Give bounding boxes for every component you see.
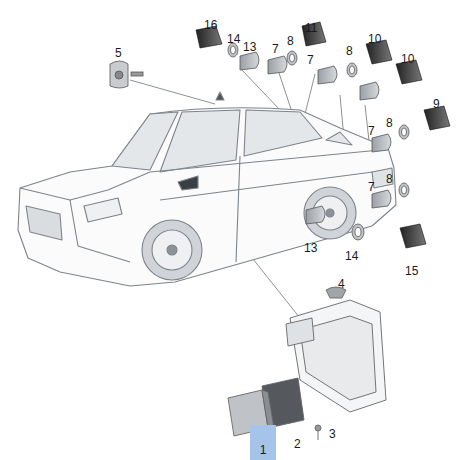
callout-number: 11	[305, 22, 317, 34]
callout-number: 7	[272, 43, 279, 55]
callout-number: 8	[287, 35, 294, 47]
callout-number: 14	[227, 33, 240, 45]
callout-number: 4	[338, 278, 345, 290]
callout-number: 8	[386, 117, 393, 129]
callout-number: 9	[433, 98, 440, 110]
callout-number: 7	[368, 125, 375, 137]
callout-number: 1	[250, 444, 276, 456]
callout-number: 16	[204, 19, 217, 31]
callout-number: 3	[329, 428, 336, 440]
callout-number: 8	[386, 173, 393, 185]
callout-number: 5	[115, 47, 122, 59]
callout-number: 10	[368, 33, 381, 45]
callout-number: 7	[368, 181, 375, 193]
callout-number: 13	[243, 41, 256, 53]
callout-number: 14	[345, 250, 358, 262]
callout-number: 8	[346, 45, 353, 57]
callout-number: 7	[307, 54, 314, 66]
callout-number: 2	[294, 438, 301, 450]
callout-number: 13	[304, 242, 317, 254]
callout-highlight: 1	[250, 425, 276, 460]
callout-number: 10	[401, 53, 414, 65]
callout-number: 15	[405, 265, 418, 277]
